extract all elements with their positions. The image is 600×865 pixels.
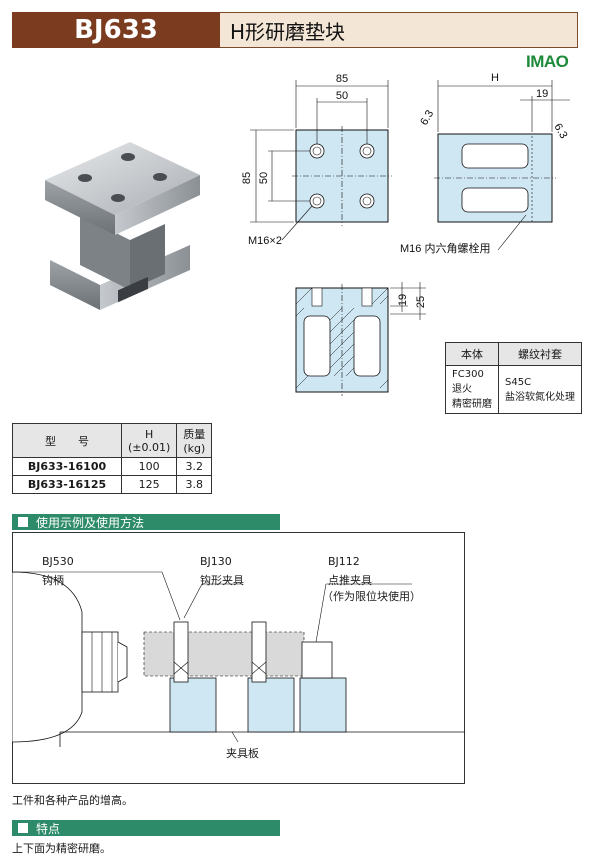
table-row: BJ633-16100 100 3.2 — [12, 457, 213, 476]
bar-square-icon — [18, 517, 28, 527]
usage-section-bar: 使用示例及使用方法 — [12, 514, 280, 530]
bj112-code: BJ112 — [328, 555, 360, 568]
bj130-code: BJ130 — [200, 555, 232, 568]
bar-square-icon — [18, 823, 28, 833]
bj530-name: 钩柄 — [42, 574, 64, 587]
bj130-name: 钩形夹具 — [200, 574, 244, 587]
material-header-body: 本体 — [445, 342, 499, 366]
dim-19-section: 19 — [397, 294, 409, 306]
dim-50-side: 50 — [258, 172, 270, 184]
usage-diagram — [12, 571, 465, 747]
fixture-plate-label: 夹具板 — [226, 747, 259, 760]
product-title: H形研磨垫块 — [230, 19, 346, 44]
material-table: 本体 螺纹衬套 FC300 退火 精密研磨 S45C 盐浴软氮化处理 — [445, 342, 582, 414]
product-photo — [45, 142, 200, 310]
spec-header-mass: 质量(kg) — [176, 423, 213, 458]
technical-drawing: 85 50 85 50 M16×2 H 19 6.3 6.3 M16 内六角螺栓… — [241, 72, 570, 396]
spec-table: 型 号 H(±0.01) 质量(kg) BJ633-16100 100 3.2 … — [12, 423, 213, 494]
dim-25-section: 25 — [415, 296, 427, 308]
bj112-name: 点推夹具 — [328, 574, 372, 587]
features-text: 上下面为精密研磨。 — [12, 842, 111, 855]
bj112-note: （作为限位块使用） — [322, 590, 421, 603]
material-insert-cell: S45C 盐浴软氮化处理 — [498, 365, 582, 414]
spec-header-h: H(±0.01) — [120, 423, 178, 458]
material-body-cell: FC300 退火 精密研磨 — [445, 365, 499, 414]
table-row: BJ633-16125 125 3.8 — [12, 475, 213, 494]
surface-symbol-left: 6.3 — [418, 108, 436, 127]
spec-header-part: 型 号 — [12, 423, 122, 458]
callout-bolt: M16 内六角螺栓用 — [400, 241, 490, 255]
features-section-bar: 特点 — [12, 820, 280, 836]
dim-19-right: 19 — [536, 88, 548, 100]
dim-h: H — [491, 72, 499, 84]
surface-symbol-right: 6.3 — [551, 122, 569, 141]
dim-85-side: 85 — [241, 172, 253, 184]
brand-logo: IMAO — [526, 52, 569, 71]
section-view — [295, 284, 389, 396]
product-code: BJ633 — [12, 12, 220, 48]
usage-caption: 工件和各种产品的增高。 — [12, 794, 133, 807]
material-header-insert: 螺纹衬套 — [498, 342, 582, 366]
dim-50-top: 50 — [336, 90, 348, 102]
callout-m16x2: M16×2 — [248, 235, 282, 247]
dim-85-top: 85 — [336, 73, 348, 85]
bj530-code: BJ530 — [42, 555, 74, 568]
